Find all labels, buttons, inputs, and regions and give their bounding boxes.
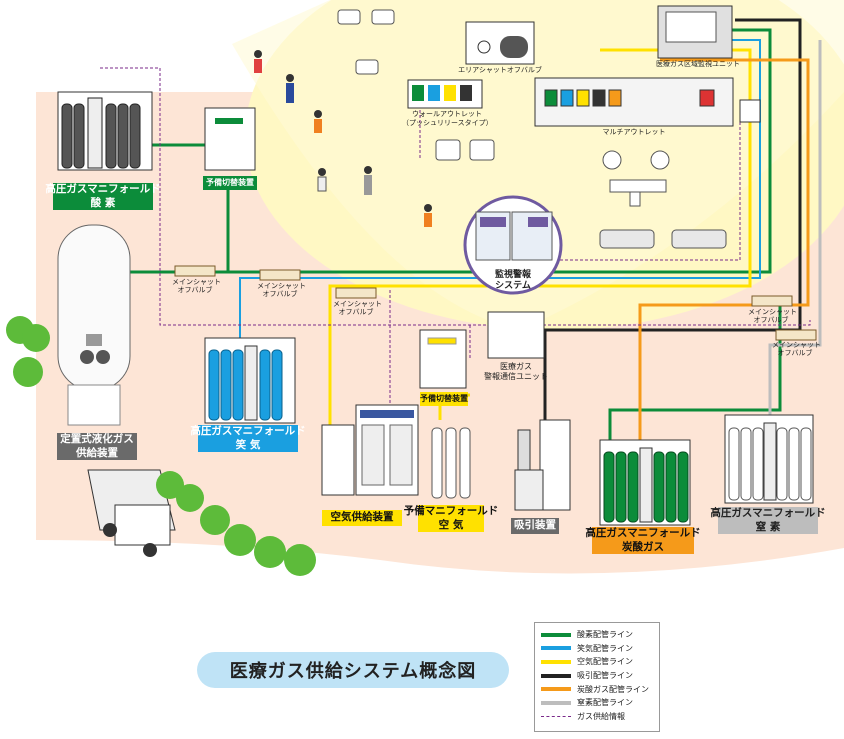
legend-item: 笑気配管ライン — [541, 642, 653, 656]
legend-swatch — [541, 659, 571, 664]
legend-item: 吸引配管ライン — [541, 669, 653, 683]
legend-label: 吸引配管ライン — [577, 671, 633, 681]
label-suction: 吸引装置 — [511, 518, 559, 534]
legend-item: 窒素配管ライン — [541, 696, 653, 710]
n2o-cylinders — [204, 337, 296, 424]
co2-cylinders — [599, 439, 691, 526]
label-n2-manifold: 高圧ガスマニフォールド窒 素 — [710, 507, 826, 534]
lox-tank — [57, 224, 131, 426]
label-main-valve-4: メインシャットオフバルブ — [748, 308, 797, 325]
legend: 酸素配管ライン笑気配管ライン空気配管ライン吸引配管ライン炭酸ガス配管ライン窒素配… — [534, 622, 660, 732]
label-main-valve-2: メインシャットオフバルブ — [257, 282, 306, 299]
legend-label: 空気配管ライン — [577, 657, 633, 667]
legend-label: 笑気配管ライン — [577, 643, 633, 653]
legend-swatch — [541, 700, 571, 705]
air-cylinders — [431, 427, 471, 499]
label-monitor-system: 監視警報システム — [494, 269, 531, 291]
label-co2-manifold: 高圧ガスマニフォールド炭酸ガス — [585, 527, 701, 554]
beds — [337, 9, 495, 161]
bushes — [6, 316, 316, 576]
alarm-relay-box — [487, 311, 545, 359]
label-air-supply: 空気供給装置 — [322, 510, 402, 526]
suction-unit — [514, 419, 571, 511]
label-area-monitor: 医療ガス区域監視ユニット — [656, 60, 740, 68]
co2-pipes — [638, 58, 810, 440]
legend-label: 炭酸ガス配管ライン — [577, 684, 649, 694]
legend-label: ガス供給情報 — [577, 711, 625, 721]
label-main-valve-3: メインシャットオフバルブ — [333, 300, 382, 317]
label-multi-outlet: マルチアウトレット — [602, 128, 666, 136]
legend-swatch — [541, 632, 571, 637]
switch-box-1 — [204, 107, 256, 171]
label-main-valve-1: メインシャットオフバルブ — [172, 278, 221, 295]
legend-label: 酸素配管ライン — [577, 630, 633, 640]
legend-swatch — [541, 687, 571, 692]
ceiling-units — [599, 229, 727, 249]
surgical-lights — [602, 150, 670, 207]
label-backup-air: 予備マニフォールド空 気 — [403, 505, 499, 532]
label-switch-1: 予備切替装置 — [203, 176, 257, 190]
diagram-title: 医療ガス供給システム概念図 — [197, 652, 509, 688]
n2-cylinders — [724, 414, 814, 504]
n2-pipes — [768, 40, 822, 420]
legend-swatch — [541, 646, 571, 651]
valve-markers — [174, 265, 817, 341]
label-lox: 定置式液化ガス供給装置 — [57, 433, 137, 460]
oxygen-cylinders — [57, 91, 153, 171]
legend-swatch — [541, 673, 571, 678]
gas-info-lines — [100, 67, 811, 420]
tanker-truck — [87, 469, 176, 557]
legend-item: 空気配管ライン — [541, 655, 653, 669]
legend-item: 炭酸ガス配管ライン — [541, 682, 653, 696]
legend-item: 酸素配管ライン — [541, 628, 653, 642]
label-switch-2: 予備切替装置 — [420, 392, 468, 406]
label-alarm-relay: 医療ガス警報通信ユニット — [484, 362, 548, 381]
label-oxygen-manifold: 高圧ガスマニフォールド酸 素 — [45, 183, 161, 210]
label-wall-outlet: ウォールアウトレット（プッシュリリースタイプ） — [402, 110, 493, 127]
legend-label: 窒素配管ライン — [577, 698, 633, 708]
legend-swatch — [541, 715, 571, 717]
air-supply-unit — [321, 404, 419, 496]
label-main-valve-5: メインシャットオフバルブ — [772, 341, 821, 358]
label-area-valve: エリアシャットオフバルブ — [458, 66, 542, 74]
people — [254, 50, 432, 227]
legend-item: ガス供給情報 — [541, 710, 653, 724]
label-n2o-manifold: 高圧ガスマニフォールド笑 気 — [190, 425, 306, 452]
